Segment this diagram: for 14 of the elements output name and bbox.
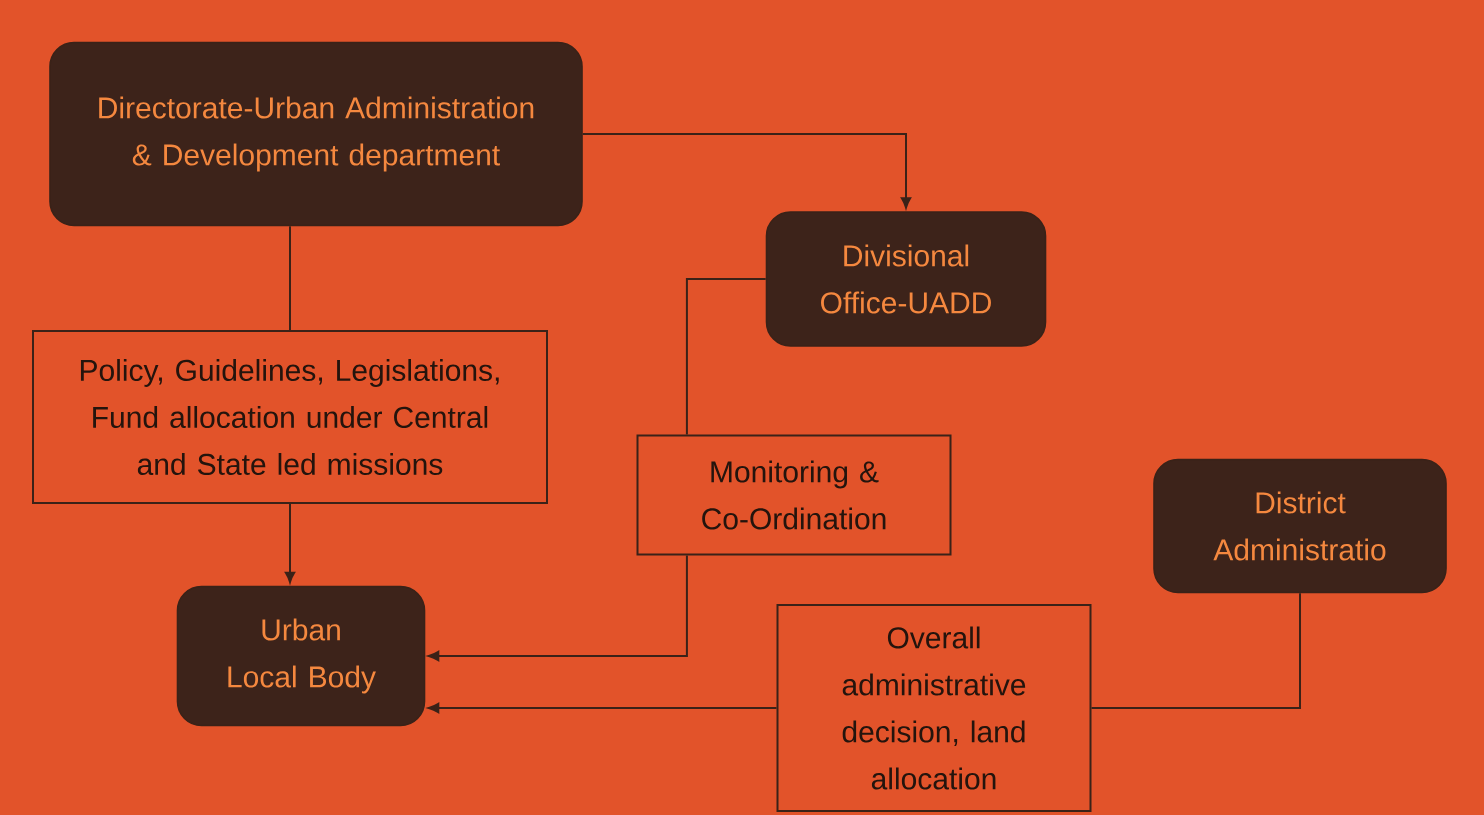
label-box: Monitoring & Co-Ordination: [636, 434, 952, 556]
connector: [427, 702, 778, 714]
connector: [284, 503, 296, 584]
rounded-box: Urban Local Body: [176, 585, 426, 727]
rounded-box: District Administratio: [1153, 458, 1447, 594]
connector: [581, 133, 912, 209]
connector: [289, 225, 291, 331]
rounded-box: Divisional Office-UADD: [765, 211, 1047, 347]
label-box: Policy, Guidelines, Legislations, Fund allocation under Central and State led missions: [32, 330, 548, 504]
label-box: Overall administrative decision, land allocation: [776, 604, 1092, 812]
connector: [427, 554, 688, 662]
connector: [1090, 592, 1301, 709]
rounded-box: Directorate-Urban Administration & Development department: [49, 41, 583, 227]
connector: [685, 278, 767, 436]
